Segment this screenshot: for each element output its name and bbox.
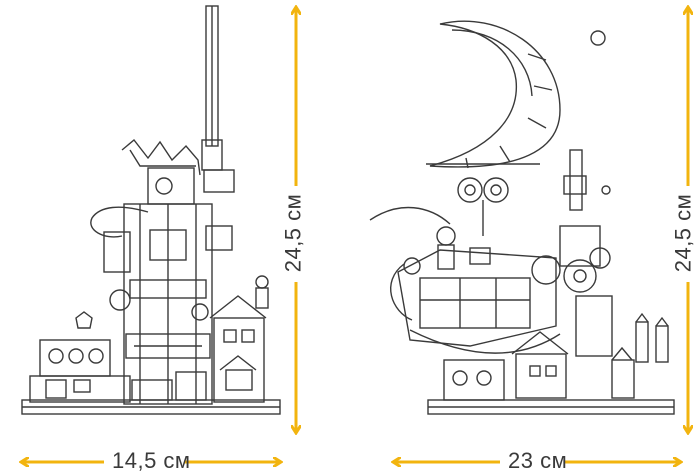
dimension-arrows [22,8,688,462]
left-height-label-bg [284,186,310,282]
right-width-label-bg [500,448,564,476]
right-height-label-bg [676,186,700,282]
left-model-drawing [21,5,281,415]
right-model-width-label: 23 см [508,448,568,473]
left-model-width-label: 14,5 см [112,448,191,473]
right-model-height-label: 24,5 см [670,193,696,273]
right-model-drawing [369,20,675,415]
left-width-label-bg [104,448,184,476]
left-model-height-label: 24,5 см [280,193,306,273]
